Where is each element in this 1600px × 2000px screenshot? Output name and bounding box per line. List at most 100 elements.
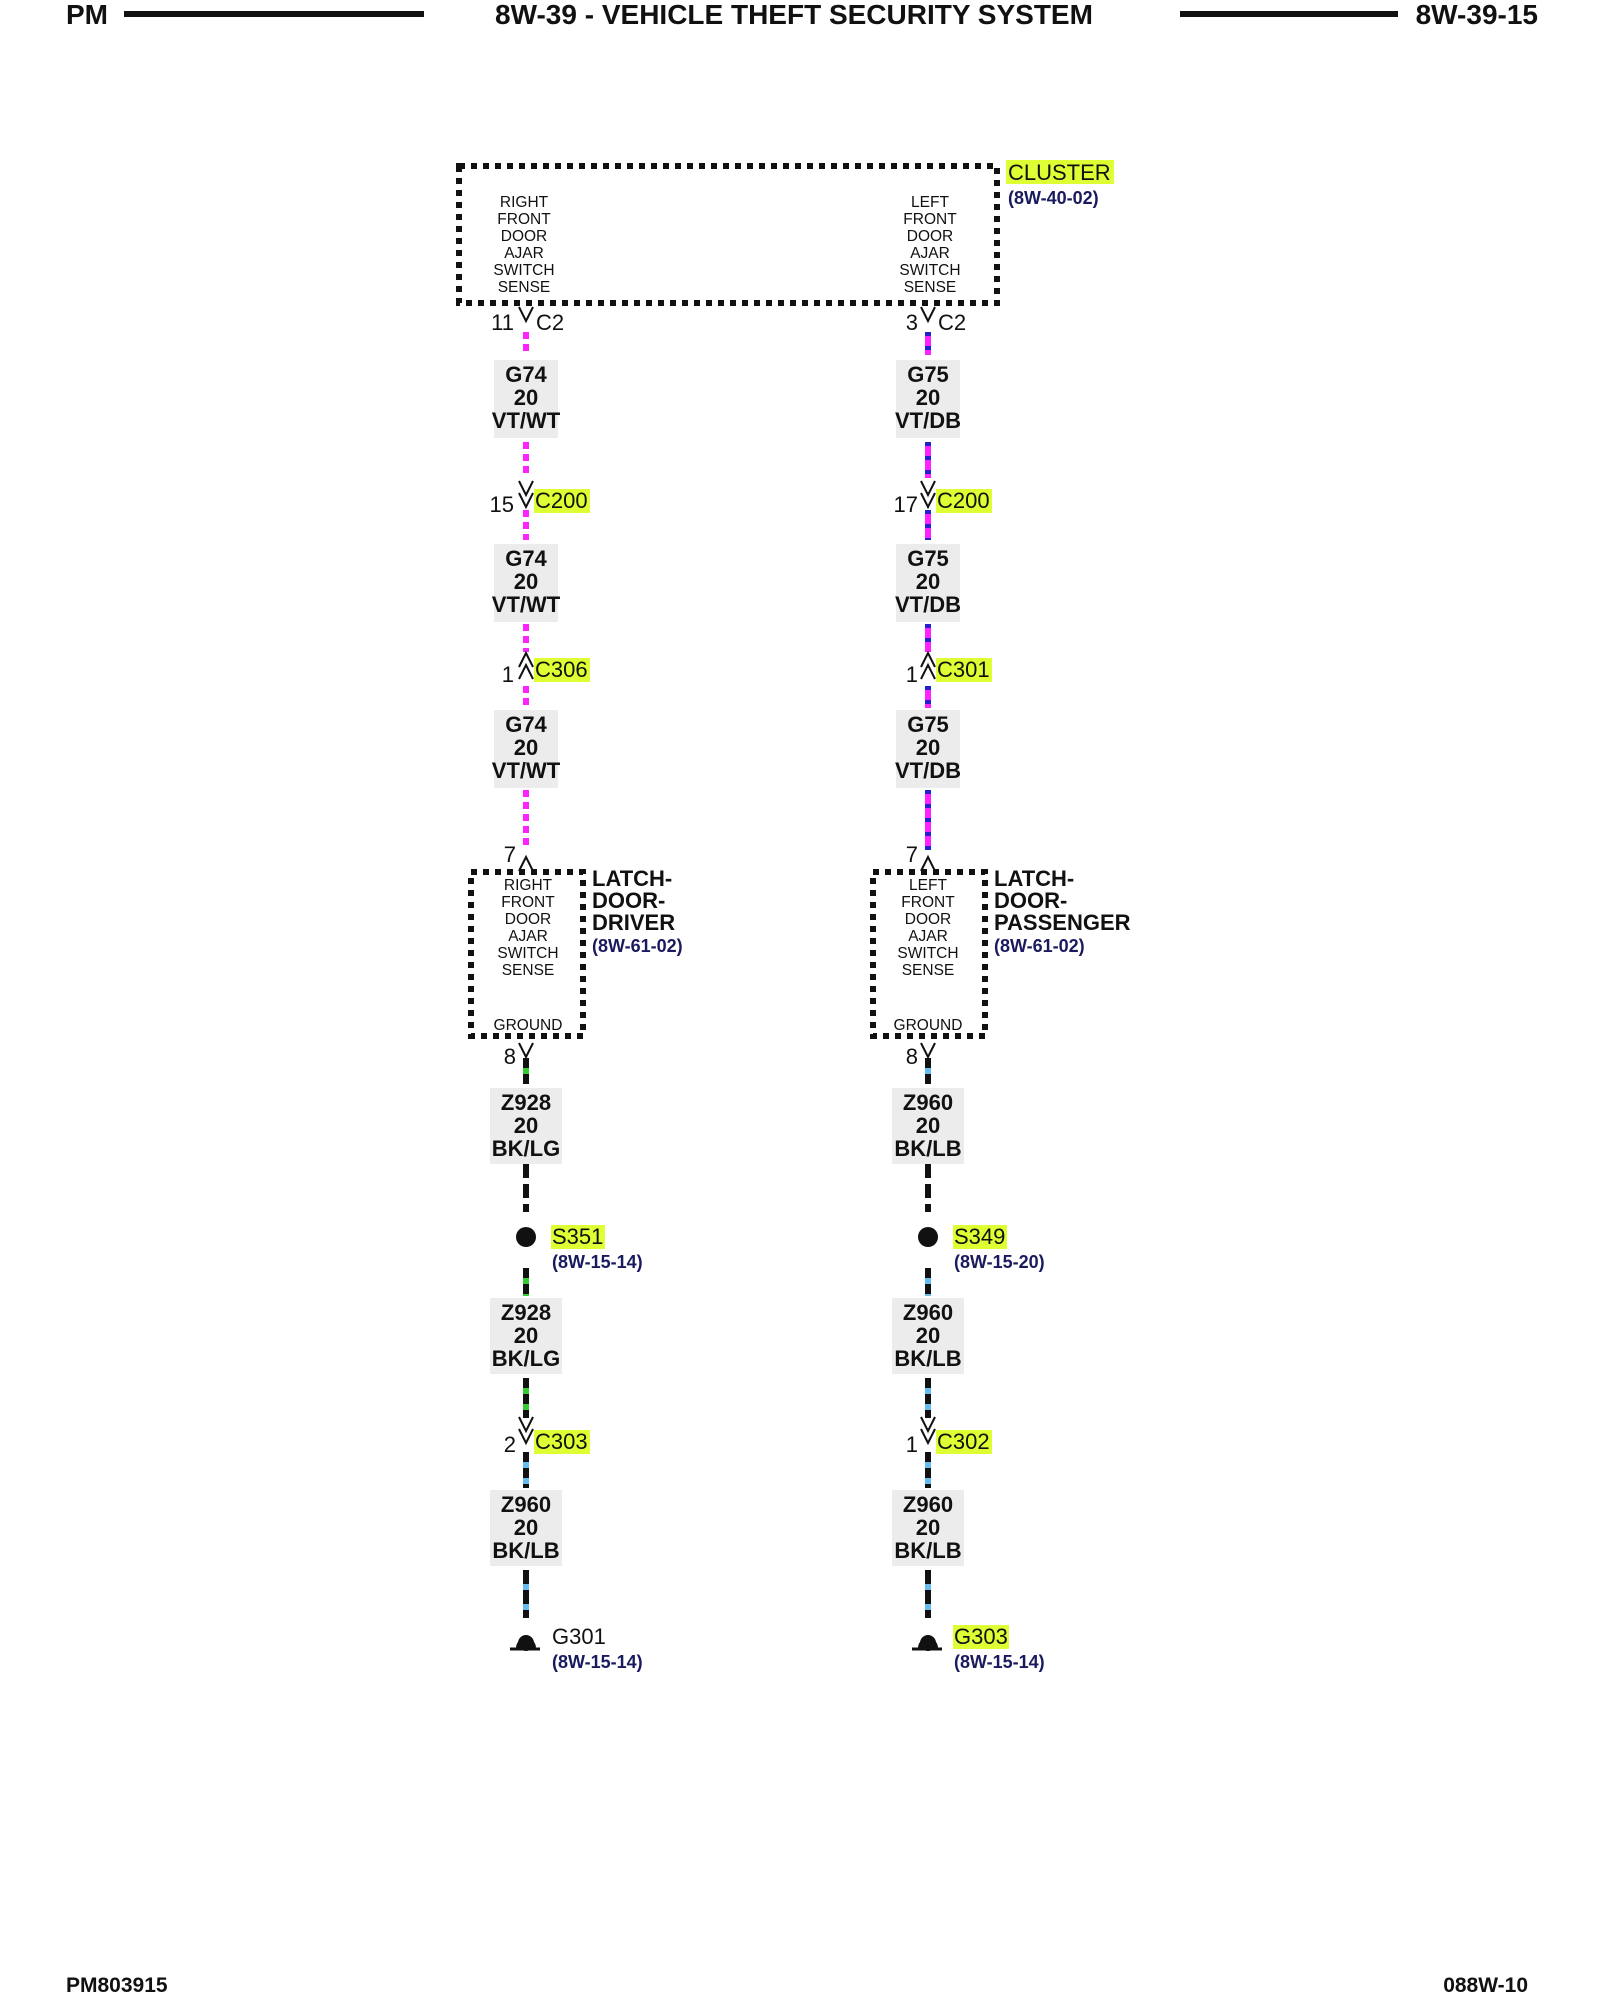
wire-color: VT/WT [492,592,561,617]
latch-label-line: SENSE [902,962,955,979]
connector-highlight [936,658,992,682]
connector-symbol [518,480,534,496]
connector-symbol [920,856,936,872]
splice-highlight [953,1225,1007,1249]
page-footer: PM803915 088W-10 [66,1974,1528,1997]
latch-ground-label: GROUND [894,1017,963,1034]
connector-highlight [936,1430,992,1454]
cluster-label-line: FRONT [903,211,957,228]
wire-circuit: Z960 [903,1090,953,1115]
ground-name: G301 [552,1624,606,1649]
connector-pin-number: 8 [504,1044,516,1069]
cluster-label-line: DOOR [501,228,548,245]
splice-dot [516,1227,536,1247]
cluster-label-line: AJAR [910,245,950,262]
ground-ref: (8W-15-14) [954,1652,1045,1672]
ground-highlight [953,1625,1009,1649]
connector-symbol [920,1042,936,1058]
ground-icon [510,1635,540,1651]
latch-ground-label: GROUND [494,1017,563,1034]
connector-pin-number: 7 [906,842,918,867]
wire-label-bg [494,544,558,622]
latch-name-line: DRIVER [592,910,675,935]
wire-circuit: Z928 [501,1090,551,1115]
splice-ref: (8W-15-20) [954,1252,1045,1272]
ground-icon [912,1635,942,1651]
connector-name: C200 [535,488,588,513]
header-left: PM [66,0,108,30]
footer-right: 088W-10 [1443,1974,1528,1997]
connector-symbol [518,1042,534,1058]
wire-circuit: G75 [907,362,949,387]
wire-color: BK/LB [894,1538,961,1563]
wire-gauge: 20 [514,1113,538,1138]
ground-ref: (8W-15-14) [552,1652,643,1672]
wire-color: VT/DB [895,408,961,433]
header-right: 8W-39-15 [1416,0,1538,30]
cluster-label-line: SENSE [498,279,551,296]
wire-color: BK/LB [894,1136,961,1161]
wire-color: VT/DB [895,592,961,617]
connector-pin-number: 7 [504,842,516,867]
connector-symbol [518,664,534,680]
latch-label-line: LEFT [909,877,947,894]
splice-ref: (8W-15-14) [552,1252,643,1272]
connector-pin-number: 1 [502,662,514,687]
connector-symbol [920,664,936,680]
wire-gauge: 20 [514,385,538,410]
wire-color: VT/DB [895,758,961,783]
connector-highlight [534,658,590,682]
connector-highlight [936,489,992,513]
latch-label-line: DOOR [905,911,952,928]
wire-label-bg [892,1490,964,1566]
latch-ref: (8W-61-02) [994,936,1085,956]
connector-name: C302 [937,1429,990,1454]
cluster-ref: (8W-40-02) [1008,188,1099,208]
wire-gauge: 20 [916,569,940,594]
wire-color: BK/LG [492,1136,560,1161]
page-header: PM 8W-39 - VEHICLE THEFT SECURITY SYSTEM… [66,0,1538,30]
wire-label-bg [494,710,558,788]
cluster-label-line: SENSE [904,279,957,296]
latch-label-line: SENSE [502,962,555,979]
latch-name-line: LATCH- [592,866,672,891]
cluster-left-pin-label: LEFT FRONT DOOR AJAR SWITCH SENSE [899,194,960,296]
wire-gauge: 20 [916,1113,940,1138]
wire-circuit: G74 [505,362,547,387]
left-circuit: 11 C2 G74 20 VT/WT 15 C200 G74 20 VT/WT … [468,306,683,1672]
footer-left: PM803915 [66,1974,168,1997]
wire-label-bg [896,544,960,622]
wire-circuit: Z960 [903,1300,953,1325]
connector-name: C306 [535,657,588,682]
connector-symbol [920,480,936,496]
latch-label-line: FRONT [901,894,955,911]
connector-name: C301 [937,657,990,682]
latch-label-line: SWITCH [497,945,558,962]
wire-label-bg [490,1490,562,1566]
wire-circuit: G74 [505,712,547,737]
splice-highlight [551,1225,605,1249]
latch-label-line: DOOR [505,911,552,928]
page-title: 8W-39 - VEHICLE THEFT SECURITY SYSTEM [495,0,1093,30]
connector-highlight [534,1430,590,1454]
latch-ref: (8W-61-02) [592,936,683,956]
right-circuit: 3 C2 G75 20 VT/DB 17 C200 G75 20 VT/DB 1… [870,306,1131,1672]
cluster-label-line: LEFT [911,194,949,211]
cluster-label-line: SWITCH [899,262,960,279]
latch-driver-box [468,869,586,1039]
latch-passenger-box [870,869,988,1039]
wire-label-bg [892,1298,964,1374]
wire-gauge: 20 [916,735,940,760]
latch-label-line: AJAR [908,928,948,945]
connector-pin-number: 1 [906,1432,918,1457]
wire-gauge: 20 [916,1515,940,1540]
connector-symbol [518,856,534,872]
connector-highlight [534,489,590,513]
wire-color: BK/LB [492,1538,559,1563]
wire-label-bg [892,1088,964,1164]
wire-label-bg [490,1298,562,1374]
cluster-right-pin-label: RIGHT FRONT DOOR AJAR SWITCH SENSE [493,194,554,296]
wire-label-bg [896,360,960,438]
splice-name: S349 [954,1224,1005,1249]
